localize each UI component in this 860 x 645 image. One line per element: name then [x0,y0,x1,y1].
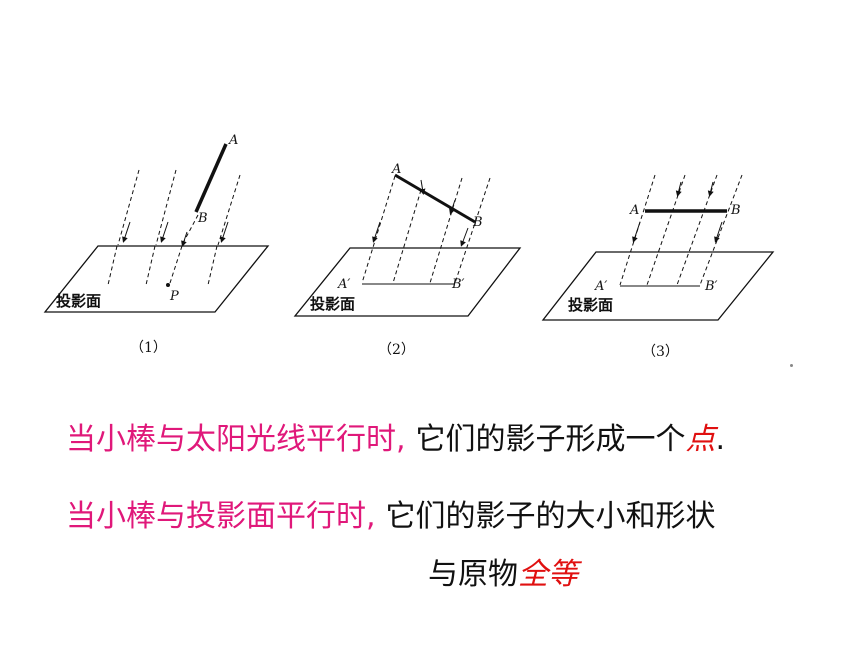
figure-1: A B P 投影面 （1） [43,133,270,356]
plane-label: 投影面 [56,292,101,310]
highlight-word: 点 [685,422,716,457]
point-label-P: P [169,289,179,304]
shadow-point-P [166,283,170,287]
stick-AB [394,173,476,224]
condition-text: 当小棒与投影面平行时, [66,499,376,534]
point-label-B: B [197,211,208,226]
point-label-A-prime: A′ [337,277,350,292]
end-punctuation: . [715,422,726,457]
light-ray [117,169,140,246]
stick-AB [194,143,228,213]
point-label-B-prime: B′ [704,279,718,294]
result-text: 它们的影子形成一个 [415,422,686,457]
figure-caption: （3） [642,344,679,360]
point-label-A-prime: A′ [594,279,607,294]
plane-label: 投影面 [568,296,613,314]
projection-plane [43,245,270,313]
light-ray [155,169,177,246]
point-label-B: B [730,203,741,218]
result-text: 与原物 [428,557,518,592]
projection-plane [293,247,522,317]
statement-continuation: 与原物全等 [428,555,578,595]
plane-label: 投影面 [310,295,355,313]
figure-caption: （1） [130,340,167,356]
condition-text: 当小棒与太阳光线平行时, [66,422,406,457]
point-label-B-prime: B′ [451,277,465,292]
statement-parallel-to-light: 当小棒与太阳光线平行时, 它们的影子形成一个点. [66,420,725,460]
highlight-word: 全等 [518,557,578,592]
figure-2: A B A′ B′ 投影面 （2） [293,162,522,358]
result-text: 它们的影子的大小和形状 [385,499,716,534]
statement-parallel-to-plane: 当小棒与投影面平行时, 它们的影子的大小和形状 [66,497,716,537]
figure-3: A B A′ B′ 投影面 （3） [541,174,775,360]
projection-figures: A B P 投影面 （1） A B A′ B′ 投影面 （2） [43,133,775,360]
light-ray [217,174,241,246]
figure-caption: （2） [378,342,415,358]
point-label-A: A [629,203,639,218]
point-label-B: B [472,215,483,230]
point-label-A: A [228,133,238,148]
point-label-A: A [391,162,401,177]
projection-plane [541,251,775,321]
stray-dot [790,364,793,367]
